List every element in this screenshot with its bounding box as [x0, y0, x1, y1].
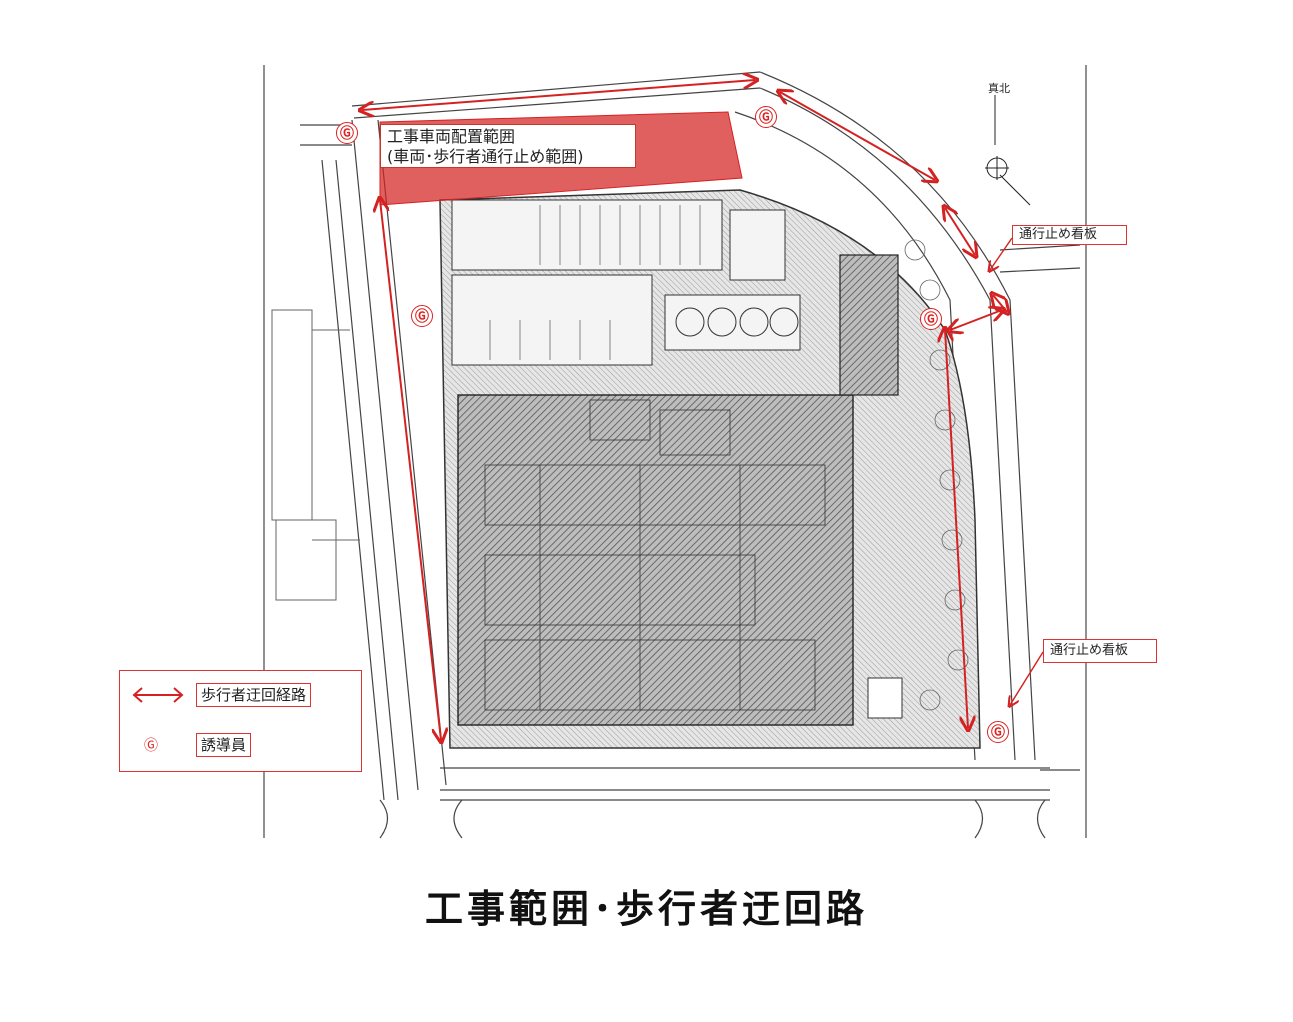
north-arrow-icon	[985, 95, 1031, 206]
legend-guard-icon: Ⓖ	[144, 738, 158, 754]
east-wing	[839, 254, 899, 396]
road-closure-sign-ne: 通行止め看板	[1012, 225, 1127, 245]
legend: 歩行者迂回経路 Ⓖ 誘導員	[119, 670, 362, 772]
west-buildings	[271, 309, 360, 601]
work-zone-label-line1: 工事車両配置範囲	[387, 127, 516, 146]
guard-marker-se: Ⓖ	[987, 721, 1009, 743]
guard-marker-nw: Ⓖ	[336, 122, 358, 144]
north-label: 真北	[988, 82, 1010, 95]
north-building	[451, 199, 801, 366]
work-zone-label: 工事車両配置範囲 (車両･歩行者通行止め範囲)	[380, 124, 636, 168]
sign-leaders	[990, 237, 1044, 705]
pedestrian-detour-routes	[362, 80, 1007, 740]
legend-detour-label: 歩行者迂回経路	[196, 683, 312, 707]
work-zone-label-line2: (車両･歩行者通行止め範囲)	[387, 147, 584, 166]
guard-marker-west: Ⓖ	[411, 305, 433, 327]
page-title: 工事範囲･歩行者迂回路	[424, 887, 868, 931]
guard-marker-north: Ⓖ	[755, 106, 777, 128]
detour-arrow-icon	[132, 687, 184, 703]
guard-marker-east: Ⓖ	[920, 308, 942, 330]
interior-lines	[484, 399, 826, 711]
road-closure-sign-se: 通行止め看板	[1043, 639, 1157, 663]
legend-guard-label: 誘導員	[196, 733, 252, 757]
main-building	[457, 394, 854, 726]
south-east-room	[867, 677, 903, 719]
